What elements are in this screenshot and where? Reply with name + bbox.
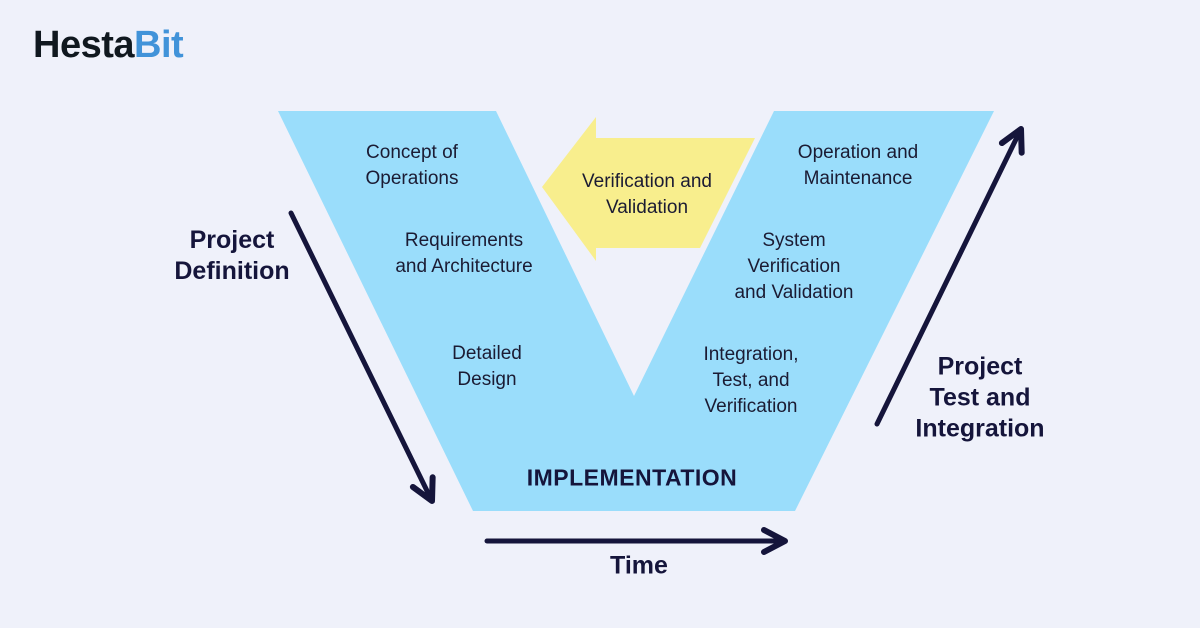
stage-system-verification-validation: System Verification and Validation <box>734 230 854 303</box>
phase-project-test-integration: Project Test and Integration <box>915 352 1045 443</box>
stage-concept-of-operations: Concept of Operations <box>365 142 459 189</box>
stage-operation-maintenance: Operation and Maintenance <box>797 142 919 189</box>
stage-detailed-design: Detailed Design <box>452 343 522 390</box>
logo-text-primary: Hesta <box>33 24 135 66</box>
stage-requirements-architecture: Requirements and Architecture <box>395 230 533 277</box>
verification-validation-arrow-shape <box>542 117 755 261</box>
time-axis-label: Time <box>610 551 668 580</box>
stage-integration-test-verification: Integration, Test, and Verification <box>703 344 799 417</box>
phase-project-definition: Project Definition <box>174 226 290 285</box>
v-shape <box>278 111 994 511</box>
verification-validation-arrow-label: Verification and Validation <box>582 171 712 218</box>
project-test-integration-arrow <box>874 126 1025 427</box>
logo-text-accent: Bit <box>134 24 184 66</box>
hestabit-logo: HestaBit <box>33 24 184 67</box>
stage-implementation: IMPLEMENTATION <box>526 464 738 491</box>
project-definition-arrow <box>288 210 436 504</box>
